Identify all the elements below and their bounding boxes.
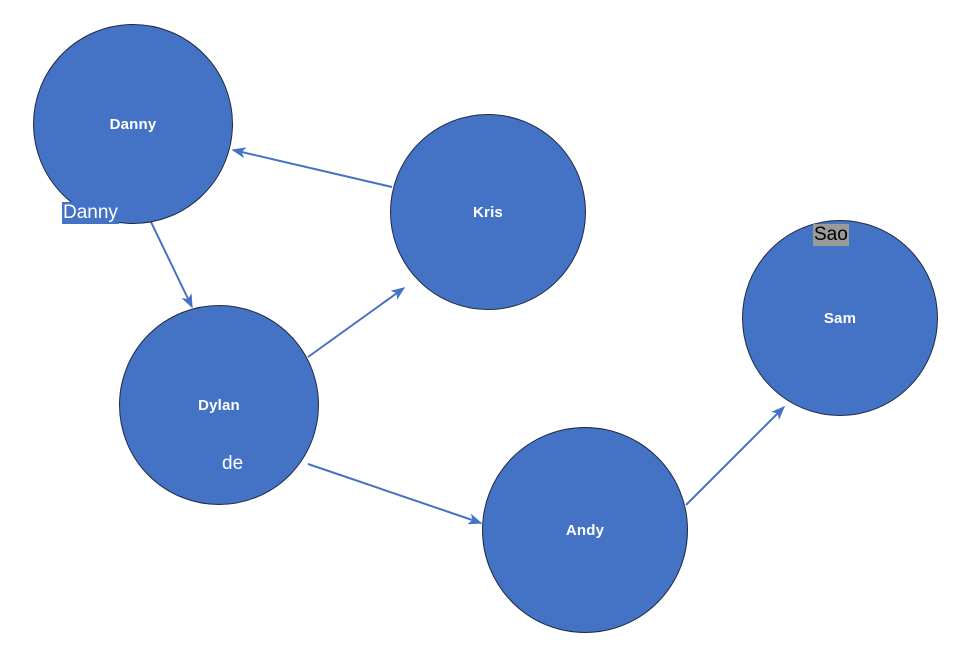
node-label-sam: Sam — [823, 309, 857, 327]
node-dylan[interactable]: Dylan — [119, 305, 319, 505]
node-andy[interactable]: Andy — [482, 427, 688, 633]
edge-dylan-to-kris[interactable] — [307, 287, 406, 358]
node-label-danny: Danny — [109, 115, 157, 133]
danny-annotation[interactable]: Danny — [62, 202, 119, 224]
edge-dylan-to-andy[interactable] — [307, 463, 483, 525]
node-label-andy: Andy — [565, 521, 605, 539]
node-sam[interactable]: Sam — [742, 220, 938, 416]
de-annotation[interactable]: de — [222, 453, 244, 474]
node-kris[interactable]: Kris — [390, 114, 586, 310]
node-label-dylan: Dylan — [198, 396, 240, 414]
edge-danny-to-dylan[interactable] — [150, 221, 193, 309]
sao-annotation[interactable]: Sao — [813, 224, 849, 246]
node-label-kris: Kris — [473, 203, 503, 221]
edge-andy-to-sam[interactable] — [685, 406, 785, 506]
node-danny[interactable]: Danny — [33, 24, 233, 224]
edge-kris-to-danny[interactable] — [231, 147, 393, 188]
